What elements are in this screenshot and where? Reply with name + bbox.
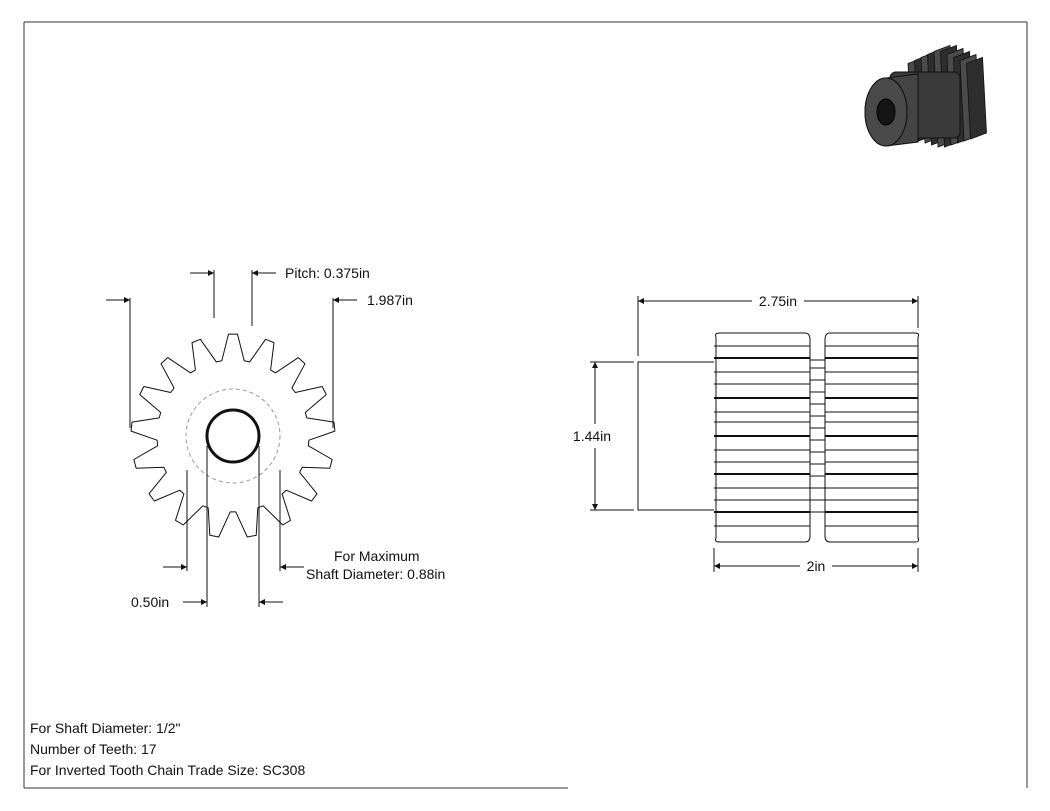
gear-front-view: 1.987in Pitch: 0.375in For Maximum Shaft…: [106, 265, 445, 610]
dimension-outer-diameter: [106, 297, 357, 428]
overall-length-label: 2.75in: [759, 293, 797, 309]
gear-tooth-profile: [130, 333, 336, 538]
sheet-border: [23, 21, 1028, 789]
groove-tooth-stub: [809, 439, 826, 453]
note-shaft-diameter: For Shaft Diameter: 1/2": [30, 720, 181, 736]
hub-outline: [637, 361, 714, 511]
note-number-of-teeth: Number of Teeth: 17: [30, 741, 157, 757]
dimension-hub-diameter: [590, 361, 634, 511]
dimension-face-width: [713, 548, 919, 572]
center-groove: [810, 359, 825, 513]
face-width-label: 2in: [807, 558, 826, 574]
groove-tooth-stub: [809, 415, 826, 429]
hub-diameter-label: 1.44in: [573, 428, 611, 444]
bore-label: 0.50in: [131, 594, 169, 610]
gear-teeth-outline: [130, 333, 336, 538]
dimension-overall-length: [637, 296, 919, 356]
note-chain-trade-size: For Inverted Tooth Chain Trade Size: SC3…: [30, 762, 306, 778]
tooth-block-left: [715, 332, 811, 543]
tooth-lines: [714, 345, 918, 527]
iso-tooth: [966, 56, 987, 140]
groove-tooth-stub: [809, 463, 826, 477]
groove-tooth-stub: [809, 487, 826, 501]
groove-tooth-stub: [809, 367, 826, 381]
bore-circle: [205, 408, 261, 464]
max-shaft-label-line1: For Maximum: [334, 548, 420, 564]
dimension-pitch: [190, 270, 276, 326]
dimension-max-shaft: [163, 470, 304, 571]
pitch-label: Pitch: 0.375in: [285, 265, 370, 281]
gear-isometric-thumbnail: [864, 44, 987, 148]
dimension-bore: [183, 446, 283, 607]
outer-diameter-label: 1.987in: [367, 292, 413, 308]
max-shaft-label-line2: Shaft Diameter: 0.88in: [306, 566, 445, 582]
pitch-circle-hidden: [185, 388, 281, 484]
gear-side-view: 2.75in 1.44in 2in: [573, 293, 920, 574]
tooth-block-right: [824, 332, 920, 543]
iso-hub: [864, 73, 919, 147]
groove-tooth-stub: [809, 391, 826, 405]
